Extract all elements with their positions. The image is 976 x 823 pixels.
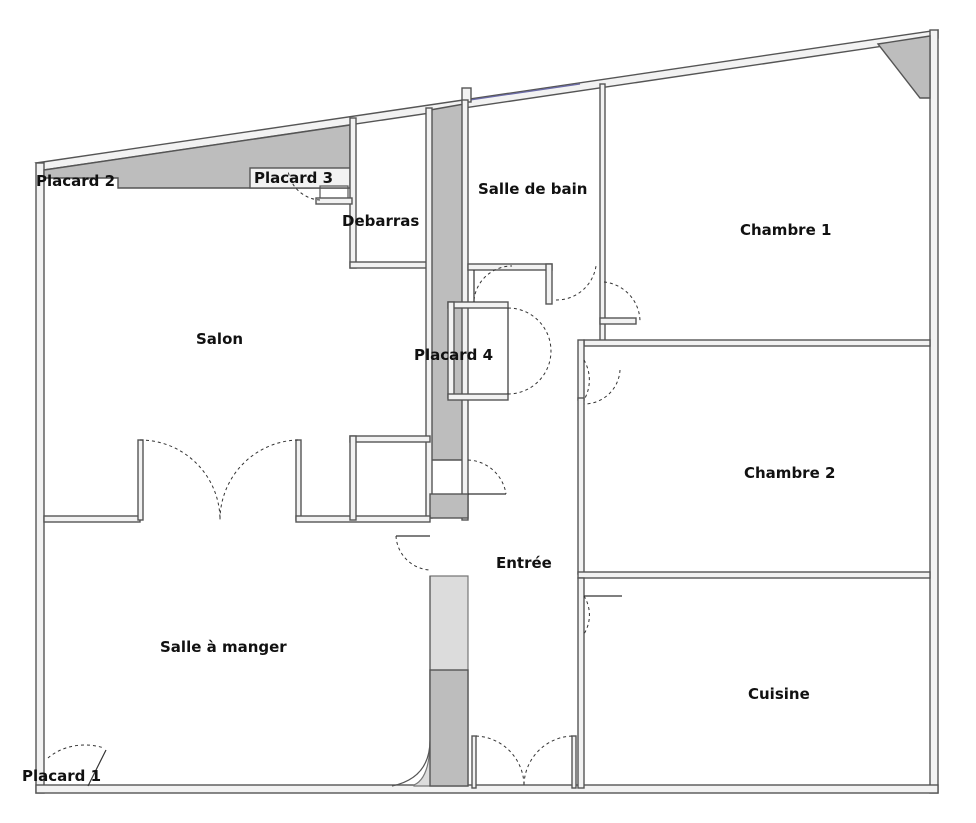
label-salon: Salon xyxy=(196,330,243,348)
placard4-door-arc xyxy=(507,307,552,395)
entry-door xyxy=(471,735,577,789)
placard1-door-leaf xyxy=(87,749,107,787)
bed1-door-arc xyxy=(603,281,641,323)
debarras-stub xyxy=(315,197,353,205)
label-placard-2: Placard 2 xyxy=(36,172,115,190)
label-placard-4: Placard 4 xyxy=(414,346,493,364)
spine-left-wall xyxy=(425,107,433,519)
room-labels: Placard 2 Placard 3 Debarras Salle de ba… xyxy=(22,169,835,785)
label-debarras: Debarras xyxy=(342,212,419,230)
salon-closet-top xyxy=(349,435,431,443)
dining-rounded-corner xyxy=(391,576,431,787)
label-chambre-1: Chambre 1 xyxy=(740,221,831,239)
exterior-walls xyxy=(34,29,939,794)
bath-bottom-wall xyxy=(467,263,553,271)
bath-right-wall xyxy=(599,83,606,345)
salon-divider-right xyxy=(295,515,431,523)
bedroom1-walls xyxy=(583,281,931,347)
entry-closet-door-arc xyxy=(467,459,507,495)
bath-door-arc-2 xyxy=(555,265,597,301)
dining-door-arc xyxy=(395,535,431,571)
label-placard-3: Placard 3 xyxy=(254,169,333,187)
entry-door-arc-2 xyxy=(523,735,573,787)
bed1-door-jamb xyxy=(599,317,637,325)
entry-door-arc-1 xyxy=(475,735,525,787)
spine-bottom-block xyxy=(429,493,469,519)
bed2-left-wall xyxy=(577,397,585,575)
placard1-door-arc xyxy=(47,744,105,759)
placard4-top xyxy=(447,301,509,309)
kitchen-door-arc xyxy=(583,595,590,635)
kitchen-left-wall xyxy=(577,577,585,789)
bedroom2-walls xyxy=(577,339,931,579)
label-placard-1: Placard 1 xyxy=(22,767,101,785)
entry-door-jamb-right xyxy=(571,735,577,789)
placard4-bottom xyxy=(447,393,509,401)
debarras-walls xyxy=(287,117,431,269)
spine-right-wall xyxy=(461,99,469,521)
label-chambre-2: Chambre 2 xyxy=(744,464,835,482)
debarras-door-arc xyxy=(287,169,321,201)
salon-divider-left xyxy=(43,515,141,523)
debarras-bottom-wall xyxy=(349,261,431,269)
bed2-bottom-wall xyxy=(577,571,931,579)
salon-closet-left xyxy=(349,435,357,521)
bed1-bottom-wall xyxy=(583,339,931,347)
window-top xyxy=(469,83,581,101)
dining-walls xyxy=(47,535,469,787)
salon-walls xyxy=(43,435,507,523)
bath-door-arc-1 xyxy=(473,265,513,301)
top-wall xyxy=(34,29,939,171)
central-spine xyxy=(425,99,552,521)
bottom-wall xyxy=(35,784,939,794)
dining-dark-block xyxy=(429,669,469,787)
corner-closet xyxy=(876,35,931,99)
left-wall xyxy=(35,162,45,794)
spine-dark xyxy=(429,103,465,461)
right-wall xyxy=(929,29,939,794)
salon-double-door-arc-1 xyxy=(139,439,221,521)
bath-door-jamb xyxy=(545,263,553,305)
label-entree: Entrée xyxy=(496,554,552,572)
debarras-left-wall xyxy=(349,117,357,269)
bed2-left-wall-top xyxy=(577,339,585,401)
salon-double-door-arc-2 xyxy=(219,439,299,521)
salon-door-jamb-left xyxy=(137,439,144,521)
bed2-door-arc xyxy=(583,359,590,401)
entry-door-jamb-left xyxy=(471,735,477,789)
kitchen-walls xyxy=(577,577,622,789)
bathroom-walls xyxy=(467,83,606,345)
salon-door-jamb-right xyxy=(295,439,302,521)
label-cuisine: Cuisine xyxy=(748,685,810,703)
label-salle-de-bain: Salle de bain xyxy=(478,180,587,198)
label-salle-a-manger: Salle à manger xyxy=(160,638,287,656)
bed2-door-arc-2 xyxy=(583,369,621,405)
